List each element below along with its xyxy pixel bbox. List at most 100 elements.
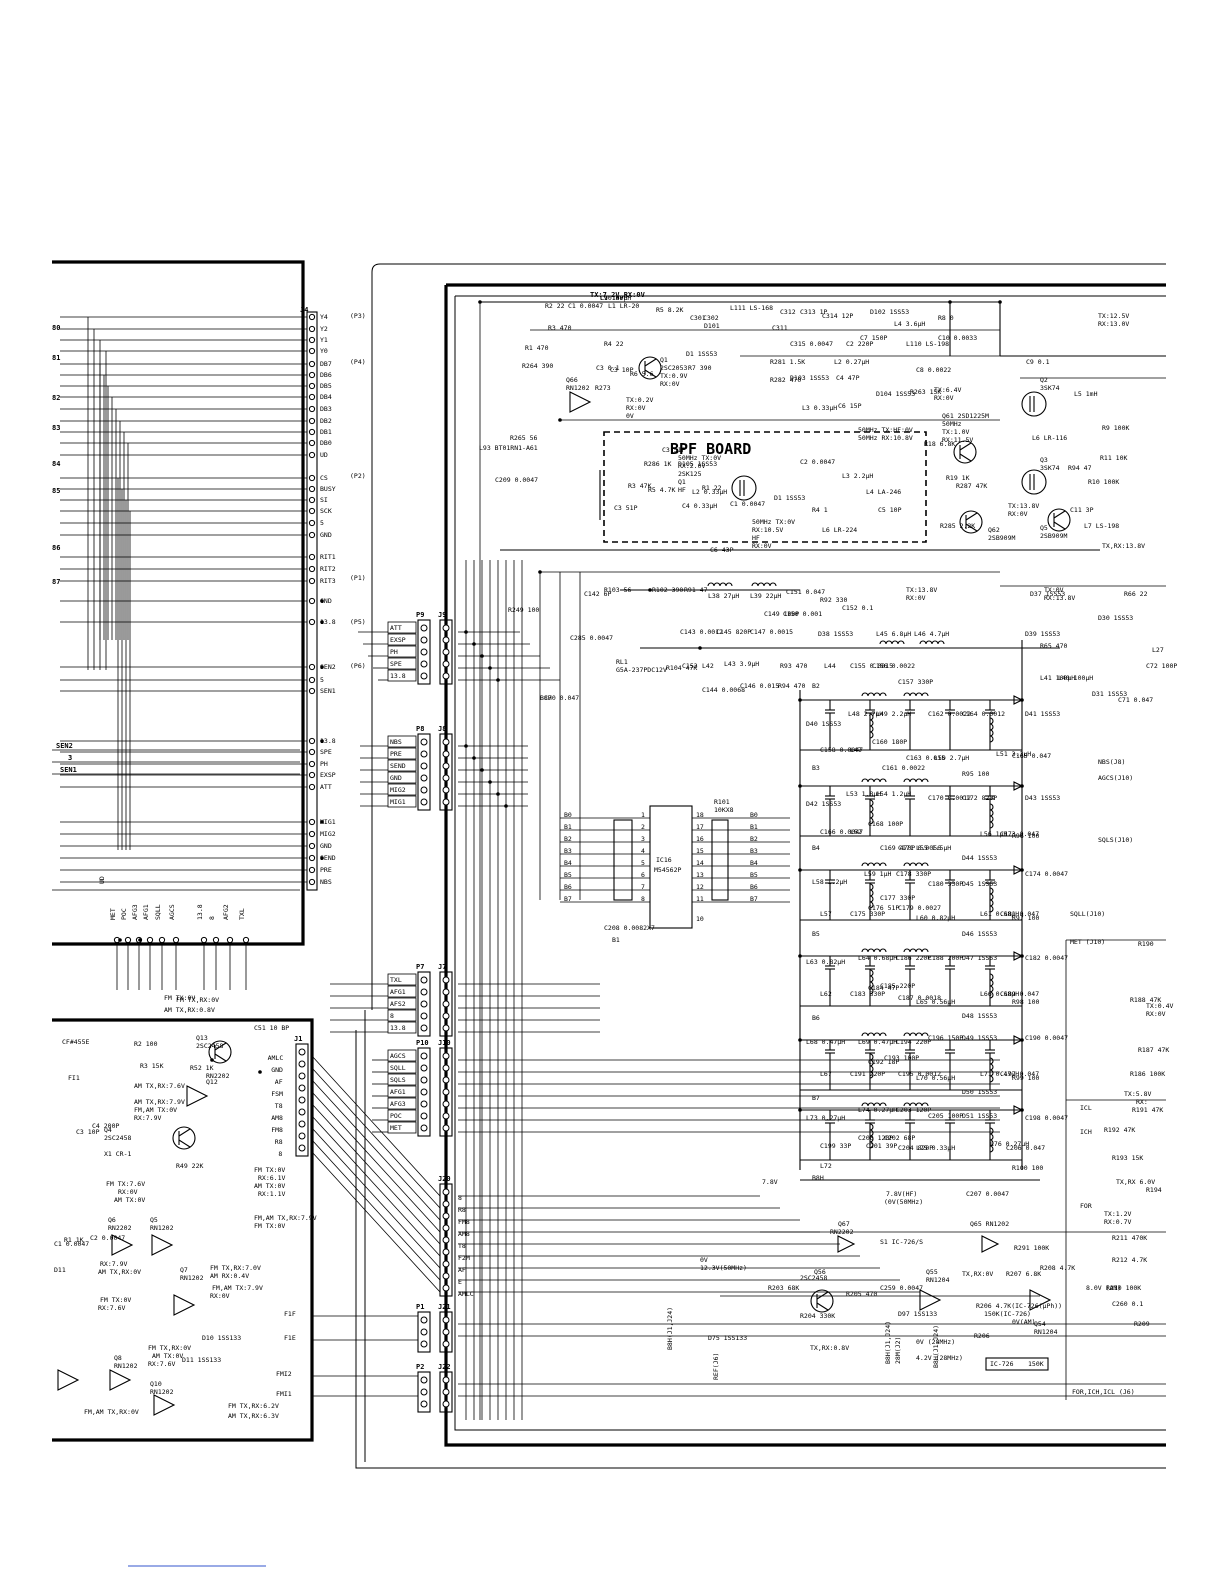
header-pin-label: 13.8 — [390, 1024, 406, 1032]
voltage-label: AM TX,RX:6.3V — [228, 1412, 279, 1420]
component-label: R186 100K — [1130, 1070, 1165, 1078]
j4-pin-label: SCK — [320, 507, 332, 515]
pin — [442, 636, 450, 644]
component-label: Q56 — [814, 1268, 826, 1276]
wire — [311, 1115, 441, 1257]
component-label: C162 0.0022 — [928, 710, 971, 718]
component-label: R282 470 — [770, 376, 801, 384]
component-label: R203 68K — [768, 1284, 799, 1292]
pin — [308, 451, 316, 459]
ic16-pin-number: 15 — [696, 847, 704, 855]
q5-label: 2SB909M — [1040, 532, 1067, 540]
j4-group-label: (P4) — [350, 358, 366, 366]
pin — [420, 1100, 428, 1108]
q5-supply-label: TX,RX:13.8V — [1102, 542, 1145, 550]
header-pin-label: AFG3 — [390, 1100, 406, 1108]
wire — [959, 442, 972, 451]
component-label: C189 0.047 — [1000, 990, 1039, 998]
mosfet-body — [731, 475, 757, 501]
voltage-label: FM TX,RX:7.0V — [210, 1264, 261, 1272]
component-label: Q5 — [150, 1216, 158, 1224]
component-label: L58 1.2μH — [812, 878, 847, 886]
j4-pin-label: NBS — [320, 878, 332, 886]
bus-label: AGCS — [168, 904, 176, 920]
left-edge-label: 85 — [52, 487, 60, 495]
component-label: L6 LR-224 — [822, 526, 857, 534]
component-label: D11 — [54, 1266, 66, 1274]
signal-label: FMI2 — [276, 1370, 292, 1378]
junction — [798, 954, 802, 958]
component-label: L61 0.68μH — [980, 910, 1019, 918]
pin — [442, 1100, 450, 1108]
pin — [420, 774, 428, 782]
ic16-output-label: B1 — [750, 823, 758, 831]
pin-box — [387, 973, 417, 986]
pin — [442, 660, 450, 668]
ic16-input-label: B5 — [564, 871, 572, 879]
component-label: D44 1SS53 — [962, 854, 997, 862]
pin — [308, 531, 316, 539]
pin — [420, 672, 428, 680]
component-label: C142 6P — [584, 590, 611, 598]
voltage-label: FM,AM TX:7.9V — [212, 1284, 263, 1292]
component-label: C1 0.0047 — [568, 302, 603, 310]
pin — [308, 783, 316, 791]
ic16-pin-number: 18 — [696, 811, 704, 819]
pin — [420, 1000, 428, 1008]
j4-pin-label: DB4 — [320, 393, 332, 401]
pin — [308, 325, 316, 333]
junction — [118, 938, 122, 942]
header-label: J7 — [438, 963, 446, 971]
component-label: R5 4.7K — [648, 486, 675, 494]
signal-label: FOR — [1080, 1202, 1092, 1210]
pin — [420, 1328, 428, 1336]
component-label: L53 1.8μH — [846, 790, 881, 798]
left-edge-label: 83 — [52, 424, 60, 432]
voltage-label: RX: — [1136, 1098, 1148, 1106]
pin — [442, 1052, 450, 1060]
header-label: P2 — [416, 1363, 424, 1371]
pin-box — [387, 1121, 417, 1134]
digital-transistor — [837, 1235, 856, 1253]
component-label: R52 1K — [190, 1064, 214, 1072]
component-label: FI1 — [68, 1074, 80, 1082]
inductor — [989, 803, 994, 829]
component-label: R1 22 — [702, 484, 722, 492]
header-pin-label: ATT — [390, 624, 402, 632]
pin-box — [387, 795, 417, 808]
ic16-output-label: B6 — [750, 883, 758, 891]
j1-pin-label: GND — [271, 1066, 283, 1074]
left-edge-3: 3 — [68, 754, 72, 762]
pin — [420, 636, 428, 644]
component-label: L55 1.5μH — [916, 844, 951, 852]
component-label: R194 — [1146, 1186, 1162, 1194]
header-pin-label: MIG2 — [390, 786, 406, 794]
component-label: R285 2.2K — [940, 522, 975, 530]
left-edge-label: 82 — [52, 394, 60, 402]
component-label: L2 0.27μH — [834, 358, 869, 366]
junction — [1020, 698, 1024, 702]
ic16-input-label: B3 — [564, 847, 572, 855]
component-label: C4 0.33μH — [682, 502, 717, 510]
pin — [308, 565, 316, 573]
header-pin-label: 8 — [390, 1012, 394, 1020]
digital-transistor — [57, 1369, 80, 1391]
header-J1 — [295, 1043, 309, 1157]
pin-box — [387, 735, 417, 748]
voltage-label: RX:7.9V — [134, 1114, 161, 1122]
component-label: C179 0.0027 — [898, 904, 941, 912]
component-label: C193 100P — [884, 1054, 919, 1062]
signal-label: SQLL(J10) — [1070, 910, 1105, 918]
header-pin-label: SPE — [390, 660, 402, 668]
component-label: R191 47K — [1132, 1106, 1163, 1114]
pin — [298, 1132, 306, 1140]
q3-supply-label: TX:13.8V — [1008, 502, 1039, 510]
component-label: L64 0.68μH — [858, 954, 897, 962]
connector-j4: Y4Y2Y1Y0DB7DB6DB5DB4DB3DB2DB1DB0UDCSBUSY… — [52, 311, 366, 944]
voltage-label: RX:7.6V — [148, 1360, 175, 1368]
ic16-output-label: B3 — [750, 847, 758, 855]
component-label: R3 47K — [628, 482, 652, 490]
component-label: C150 0.001 — [783, 610, 822, 618]
bpf-q1-label: 50MHz TX:0V — [678, 454, 721, 462]
